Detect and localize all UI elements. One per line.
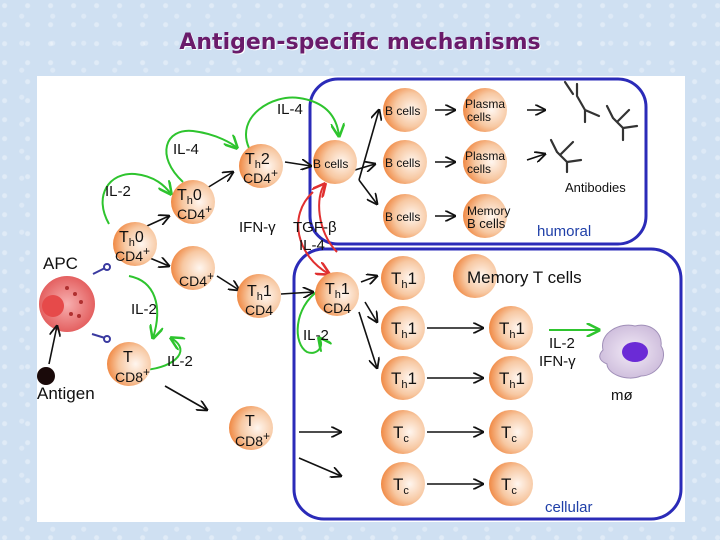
antigen-dot — [37, 367, 55, 385]
cell-tc-2: Tc — [381, 462, 425, 506]
svg-text:Memory T cells: Memory T cells — [467, 268, 582, 287]
cell-th1-r1: Th1 — [381, 256, 425, 300]
cell-th1-r5: Th1 — [489, 356, 533, 400]
il4-mid-arrow — [165, 129, 237, 183]
cell-bcell-2: B cells — [383, 140, 427, 184]
il2-left-label: IL-2 — [105, 183, 131, 200]
cell-th0-lower: Th0 CD4+ — [113, 222, 157, 266]
diagram-svg: humoral cellular APC Antigen IL-4 IL-4 I… — [37, 77, 683, 521]
cell-t-cd8-lower: T CD8+ — [229, 406, 273, 450]
flow-arrows — [144, 110, 545, 484]
cell-th1-r2: Th1 — [381, 306, 425, 350]
cell-tc-4: Tc — [489, 462, 533, 506]
svg-text:Th1: Th1 — [247, 283, 272, 303]
svg-text:CD4+: CD4+ — [179, 269, 214, 289]
cellular-box — [292, 247, 683, 521]
cell-th2: Th2 CD4+ — [239, 144, 283, 188]
il2-mid-label: IL-2 — [131, 301, 157, 318]
cell-tc-3: Tc — [489, 410, 533, 454]
svg-text:cells: cells — [467, 110, 491, 124]
cell-th0-upper: Th0 CD4+ — [171, 180, 215, 224]
svg-text:Th1: Th1 — [499, 369, 525, 391]
svg-text:CD4+: CD4+ — [115, 244, 150, 264]
mo-label: mø — [611, 387, 633, 404]
svg-text:T: T — [245, 413, 255, 430]
svg-text:B cells: B cells — [385, 156, 420, 170]
svg-text:Tc: Tc — [393, 475, 409, 497]
svg-text:CD4: CD4 — [323, 300, 351, 316]
il2-mid-arrow — [128, 275, 157, 338]
svg-text:Th0: Th0 — [177, 187, 202, 207]
antibody-icon — [549, 80, 639, 174]
il2-tc-label: IL-2 — [167, 353, 193, 370]
cell-bcell-mid: B cells — [313, 140, 357, 184]
svg-text:CD4: CD4 — [245, 302, 273, 318]
cell-memory-t: Memory T cells — [453, 254, 582, 298]
il4-top-arrow — [245, 96, 339, 149]
svg-text:Plasma: Plasma — [465, 149, 505, 163]
diagram-panel: humoral cellular APC Antigen IL-4 IL-4 I… — [37, 76, 685, 522]
antigen-label: Antigen — [37, 384, 95, 403]
cell-th1-r3: Th1 — [381, 356, 425, 400]
il4-mid-label: IL-4 — [173, 141, 199, 158]
cell-plasma-1: Plasma cells — [463, 88, 507, 132]
il4-low-label: IL-4 — [299, 237, 325, 254]
svg-text:Th0: Th0 — [119, 229, 144, 249]
svg-text:Th1: Th1 — [391, 269, 417, 291]
ifng-label: IFN-γ — [239, 219, 276, 236]
svg-text:CD4+: CD4+ — [243, 166, 278, 186]
apc-label: APC — [43, 254, 78, 273]
ifng-right-label: IFN-γ — [539, 353, 576, 370]
il2-cell-label: IL-2 — [303, 327, 329, 344]
cell-cd4: CD4+ — [171, 246, 215, 290]
cell-t-cd8-left: T CD8+ — [107, 342, 151, 386]
svg-text:B cells: B cells — [385, 104, 420, 118]
svg-text:cells: cells — [467, 162, 491, 176]
humoral-label: humoral — [537, 223, 591, 240]
cell-bcell-1: B cells — [383, 88, 427, 132]
tgfb-label: TGF-β — [293, 219, 337, 236]
cell-th1-left: Th1 CD4 — [237, 274, 281, 318]
svg-text:Tc: Tc — [501, 423, 517, 445]
svg-text:Th1: Th1 — [391, 369, 417, 391]
svg-text:Th1: Th1 — [499, 319, 525, 341]
red-arrow-th1 — [297, 191, 329, 274]
svg-text:T: T — [123, 349, 133, 366]
il2-left-arrow — [101, 172, 171, 225]
svg-text:Th2: Th2 — [245, 151, 270, 171]
cell-th1-center: Th1 CD4 — [315, 272, 359, 316]
svg-text:B cells: B cells — [467, 216, 506, 231]
il2-cell-arrow — [296, 289, 321, 354]
cell-tc-1: Tc — [381, 410, 425, 454]
apc-granules — [65, 286, 83, 318]
red-arrow-th2 — [319, 184, 338, 253]
cellular-label: cellular — [545, 499, 593, 516]
svg-text:Th1: Th1 — [391, 319, 417, 341]
cell-memory-b: Memory B cells — [463, 194, 510, 238]
slide-title: Antigen-specific mechanisms — [179, 30, 541, 55]
svg-text:Plasma: Plasma — [465, 97, 505, 111]
svg-text:Tc: Tc — [501, 475, 517, 497]
svg-text:B cells: B cells — [385, 210, 420, 224]
antigen-arrow — [48, 326, 57, 365]
apc-nucleus — [42, 295, 64, 317]
svg-text:Tc: Tc — [393, 423, 409, 445]
svg-text:Memory: Memory — [467, 204, 510, 218]
svg-text:B cells: B cells — [313, 157, 348, 171]
macrophage-icon — [599, 324, 664, 379]
cell-bcell-3: B cells — [383, 194, 427, 238]
receptor-icon — [91, 263, 111, 343]
svg-text:CD4+: CD4+ — [177, 202, 212, 222]
svg-text:Th1: Th1 — [325, 281, 350, 301]
apc-cell — [39, 276, 95, 332]
cell-plasma-2: Plasma cells — [463, 140, 507, 184]
cell-th1-r4: Th1 — [489, 306, 533, 350]
antibodies-label: Antibodies — [565, 180, 626, 195]
svg-text:CD8+: CD8+ — [235, 429, 270, 449]
svg-text:CD8+: CD8+ — [115, 365, 150, 385]
il2-right-label: IL-2 — [549, 335, 575, 352]
il4-top-label: IL-4 — [277, 101, 303, 118]
